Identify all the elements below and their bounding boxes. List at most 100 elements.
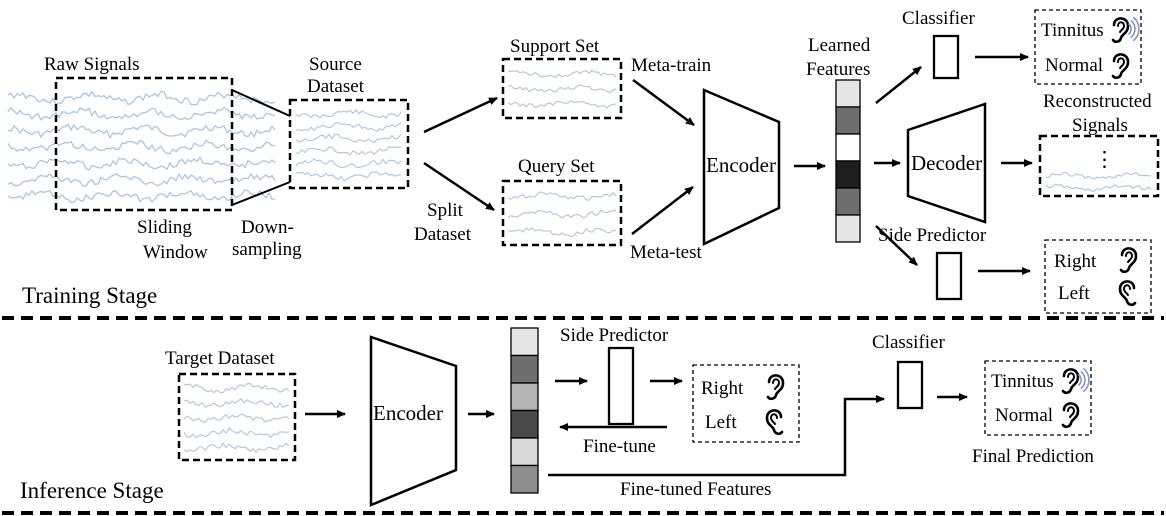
reconstructed-label-2: Signals	[1072, 115, 1128, 136]
inference-side-predictor-block	[607, 346, 635, 426]
right-ear-icon	[1119, 247, 1138, 274]
inference-left-ear-icon	[767, 410, 782, 433]
reconstructed-ellipsis: ⋮	[1094, 147, 1115, 171]
downsampling-label-2: sampling	[232, 239, 302, 260]
signal-trace	[7, 106, 276, 121]
signal-trace	[507, 100, 617, 109]
inference-tinnitus-ear-icon	[1061, 368, 1080, 395]
tinnitus-ear-icon	[1111, 17, 1130, 44]
inference-stage: Target Dataset Encoder Side Predictor Ri…	[20, 325, 1094, 507]
signal-trace	[7, 188, 276, 204]
sound-wave-arc	[1130, 19, 1136, 39]
arrow-to-query	[423, 161, 495, 212]
query-set-traces	[507, 191, 617, 238]
inference-right-ear-icon	[766, 374, 785, 401]
left-label: Left	[1058, 283, 1090, 304]
signal-trace	[295, 157, 402, 169]
signal-trace	[507, 191, 617, 201]
training-stage-label: Training Stage	[22, 283, 157, 308]
training-stage: Raw Signals Sliding Window Source Datase…	[7, 8, 1160, 314]
fan-line-bottom	[231, 181, 291, 206]
fine-tuned-features-arrow	[548, 395, 885, 477]
inference-normal-ear-icon	[1061, 402, 1080, 429]
source-label-1: Source	[309, 54, 362, 75]
signal-trace	[295, 121, 402, 132]
inference-right-label: Right	[701, 378, 744, 399]
query-set-label: Query Set	[518, 156, 595, 177]
signal-trace	[295, 109, 402, 119]
signal-trace	[507, 209, 617, 219]
learned-features-column	[835, 79, 861, 243]
signal-trace	[507, 226, 617, 238]
inference-features-column	[510, 327, 539, 494]
arrow-to-side-predictor	[875, 225, 918, 266]
target-dataset-label: Target Dataset	[165, 348, 275, 369]
feature-cell	[510, 437, 539, 467]
feature-cell	[835, 106, 861, 135]
signal-trace	[183, 413, 290, 424]
feature-cell	[835, 187, 861, 216]
inference-stage-label: Inference Stage	[20, 478, 164, 503]
feature-cell	[510, 327, 539, 357]
feature-cell	[835, 214, 861, 243]
source-dataset-box	[288, 98, 410, 190]
signal-trace	[1045, 183, 1152, 192]
fine-tuned-features-label: Fine-tuned Features	[620, 479, 771, 500]
signal-trace	[7, 90, 276, 106]
inference-classifier-block	[896, 360, 924, 410]
signal-trace	[183, 442, 290, 454]
side-predictor-label: Side Predictor	[878, 225, 987, 246]
feature-cell	[510, 382, 539, 412]
meta-test-label: Meta-test	[630, 242, 702, 263]
encoder-label: Encoder	[706, 153, 776, 177]
final-prediction-box	[984, 360, 1092, 436]
query-set-box	[501, 179, 623, 247]
decoder-block	[906, 102, 987, 224]
sound-wave-arc	[1080, 370, 1086, 390]
right-label: Right	[1054, 251, 1097, 272]
signal-trace	[7, 139, 276, 155]
side-output-box	[1044, 239, 1152, 314]
classification-output-box	[1034, 9, 1142, 85]
support-set-traces	[507, 69, 617, 109]
target-dataset-traces	[183, 382, 290, 454]
signal-trace	[295, 133, 402, 144]
support-set-label: Support Set	[510, 36, 600, 57]
arrow-to-support	[423, 96, 498, 134]
signal-trace	[1046, 171, 1152, 180]
split-label-1: Split	[427, 200, 464, 221]
sound-wave-arc	[1082, 367, 1090, 393]
meta-train-label: Meta-train	[631, 55, 712, 76]
downsampling-label-1: Down-	[241, 217, 294, 238]
classifier-label: Classifier	[902, 8, 975, 29]
raw-signal-traces	[7, 90, 276, 204]
inference-tinnitus-label: Tinnitus	[991, 371, 1054, 392]
signal-trace	[183, 398, 290, 409]
signal-trace	[507, 84, 617, 94]
fan-line-top	[231, 89, 291, 117]
signal-trace	[507, 69, 617, 79]
source-dataset-traces	[295, 109, 402, 182]
inference-left-label: Left	[705, 412, 737, 433]
classifier-block	[932, 34, 960, 80]
learned-label-2: Features	[806, 59, 870, 80]
side-predictor-block	[935, 251, 963, 301]
sliding-window-box	[54, 76, 234, 212]
signal-trace	[7, 123, 276, 139]
reconstructed-signals-box	[1038, 134, 1160, 198]
signal-trace	[183, 382, 290, 394]
sound-wave-arc	[1077, 373, 1082, 387]
sound-wave-arc	[1132, 16, 1140, 42]
sound-wave-icon	[1127, 16, 1140, 42]
normal-ear-icon	[1111, 53, 1130, 80]
inference-side-output-box	[692, 364, 800, 443]
final-prediction-label: Final Prediction	[972, 446, 1094, 467]
fine-tune-label: Fine-tune	[583, 436, 656, 457]
reconstructed-label-1: Reconstructed	[1043, 91, 1152, 112]
signal-trace	[7, 172, 276, 187]
arrow-meta-train	[632, 78, 695, 127]
signal-trace	[183, 427, 290, 439]
left-ear-icon	[1120, 281, 1135, 304]
decoder-label: Decoder	[911, 151, 982, 175]
